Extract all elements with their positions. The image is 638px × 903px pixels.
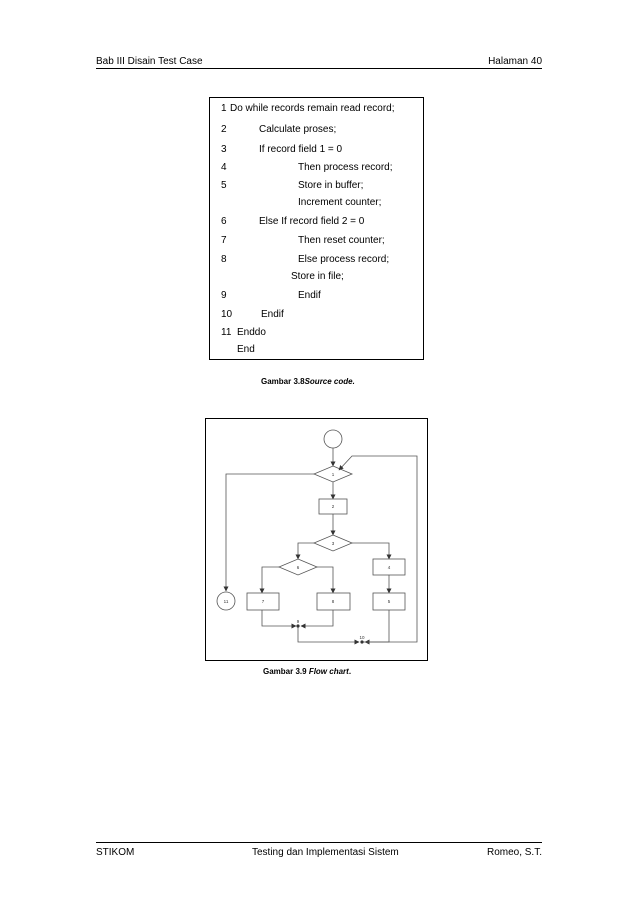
node-label-3: 3 <box>332 541 335 546</box>
node-label-5: 5 <box>388 599 391 604</box>
line-text: End <box>237 344 255 355</box>
source-code-box: 1 Do while records remain read record; 2… <box>209 97 424 360</box>
line-text: Calculate proses; <box>259 124 337 135</box>
page-header: Bab III Disain Test Case Halaman 40 <box>96 52 542 68</box>
junction-node-10 <box>360 640 364 644</box>
footer-divider <box>96 842 542 843</box>
node-label-2: 2 <box>332 504 335 509</box>
caption-italic: Source code. <box>304 377 355 386</box>
footer-course: Testing dan Implementasi Sistem <box>252 847 399 858</box>
line-number: 9 <box>221 290 227 301</box>
node-label-7: 7 <box>262 599 265 604</box>
decision-node-3 <box>312 534 354 552</box>
line-number: 8 <box>221 254 227 265</box>
line-number: 10 <box>221 309 233 320</box>
line-number: 11 <box>221 327 232 338</box>
page-footer: STIKOM Testing dan Implementasi Sistem R… <box>96 847 542 861</box>
decision-node-6 <box>277 558 319 576</box>
header-divider <box>96 68 542 69</box>
line-number: 7 <box>221 235 227 246</box>
line-number: 4 <box>221 162 227 173</box>
figure-caption-3-8: Gambar 3.8Source code. <box>261 377 355 387</box>
line-text: Else process record; <box>298 254 390 265</box>
line-number: 6 <box>221 216 227 227</box>
node-label-1: 1 <box>332 472 335 477</box>
page-number: Halaman 40 <box>488 56 542 67</box>
junction-node-9 <box>296 624 300 628</box>
footer-author: Romeo, S.T. <box>486 847 542 858</box>
chapter-title: Bab III Disain Test Case <box>96 56 203 67</box>
process-node-8 <box>316 592 351 611</box>
line-number: 1 <box>221 103 227 114</box>
line-text: Then reset counter; <box>298 235 385 246</box>
figure-caption-3-9: Gambar 3.9 Flow chart. <box>263 667 351 677</box>
line-number: 5 <box>221 180 227 191</box>
line-number: 2 <box>221 124 227 135</box>
node-label-9: 9 <box>297 619 300 624</box>
line-text: Endif <box>261 309 284 320</box>
line-text: Store in buffer; <box>298 180 364 191</box>
node-label-4: 4 <box>388 565 391 570</box>
line-text: Increment counter; <box>298 197 382 208</box>
line-text: Do while records remain read record; <box>230 103 395 114</box>
flow-chart-figure: 1 2 3 4 5 6 7 8 9 10 11 <box>205 418 428 661</box>
footer-institution: STIKOM <box>96 847 135 858</box>
node-label-10: 10 <box>359 635 365 640</box>
line-text: If record field 1 = 0 <box>259 144 343 155</box>
caption-suffix: . <box>348 667 352 676</box>
flow-chart-diagram: 1 2 3 4 5 6 7 8 9 10 11 <box>216 429 418 645</box>
node-label-8: 8 <box>332 599 335 604</box>
caption-prefix: Gambar 3.9 <box>263 667 309 676</box>
caption-italic: Flow chart <box>308 667 349 676</box>
line-text: Enddo <box>237 327 266 338</box>
process-node-7 <box>246 592 280 611</box>
line-number: 3 <box>221 144 227 155</box>
line-text: Then process record; <box>298 162 393 173</box>
node-label-11: 11 <box>224 599 229 604</box>
line-text: Store in file; <box>291 271 344 282</box>
end-node-11 <box>216 591 236 611</box>
line-text: Endif <box>298 290 321 301</box>
caption-prefix: Gambar 3.8 <box>261 377 305 386</box>
line-text: Else If record field 2 = 0 <box>259 216 365 227</box>
start-node <box>323 429 343 449</box>
node-label-6: 6 <box>297 565 300 570</box>
